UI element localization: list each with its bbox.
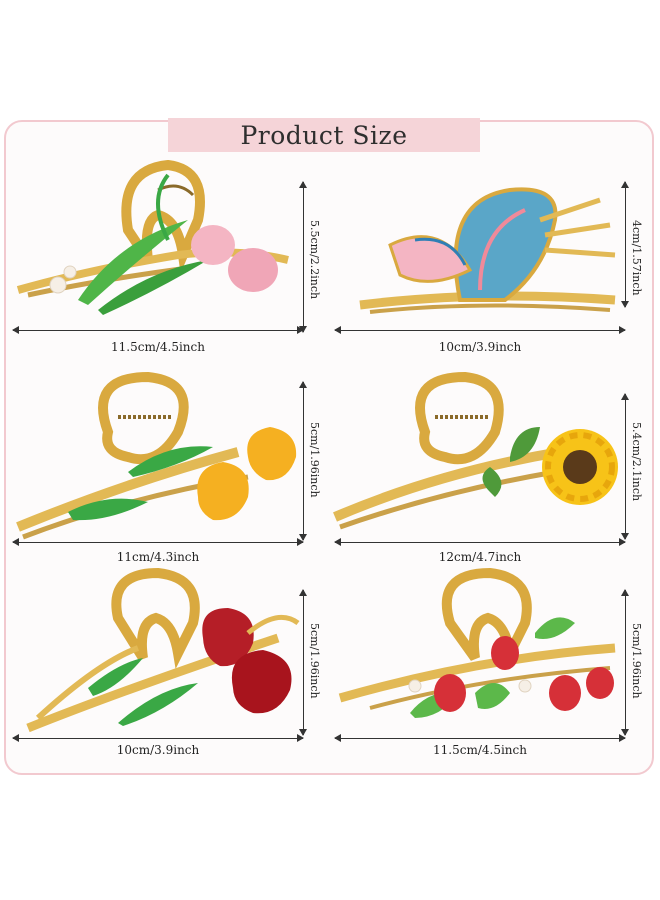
width-label: 10cm/3.9inch (438, 340, 522, 354)
page-title: Product Size (240, 120, 408, 150)
width-dimension-arrow (334, 734, 626, 742)
width-label: 11cm/4.3inch (116, 550, 200, 564)
height-dimension-arrow (621, 393, 629, 540)
width-dimension-arrow (334, 326, 626, 334)
yellow-tulip-hair-claw-icon (16, 371, 297, 540)
product-cell-2: 4cm/1.57inch 10cm/3.9inch (330, 160, 655, 365)
width-label: 11.5cm/4.5inch (433, 743, 527, 757)
height-label: 4cm/1.57inch (630, 220, 643, 296)
height-dimension-arrow (299, 181, 307, 333)
product-cell-1: 5.5cm/2.2inch 11.5cm/4.5inch (8, 159, 333, 365)
height-label: 5cm/1.96inch (308, 422, 321, 498)
height-dimension-arrow (621, 181, 629, 308)
height-dimension-arrow (621, 589, 629, 736)
bottom-blank-area (0, 778, 660, 900)
width-dimension-arrow (12, 538, 304, 546)
height-dimension-arrow (299, 589, 307, 736)
sunflower-head (542, 429, 618, 505)
red-tulip-hair-claw-icon (26, 567, 300, 733)
butterfly-hair-claw-icon (359, 187, 616, 314)
height-label: 5cm/1.96inch (308, 623, 321, 699)
sunflower-hair-claw-icon (333, 371, 618, 530)
title-banner: Product Size (168, 118, 480, 152)
product-cell-3: 5cm/1.96inch 11cm/4.3inch (8, 371, 333, 577)
strawberry-hair-claw-icon (338, 567, 616, 718)
width-dimension-arrow (334, 538, 626, 546)
height-label: 5cm/1.96inch (630, 623, 643, 699)
height-label: 5.4cm/2.1inch (630, 422, 643, 502)
width-label: 12cm/4.7inch (438, 550, 522, 564)
product-cell-5: 5cm/1.96inch 10cm/3.9inch (8, 567, 333, 773)
width-label: 11.5cm/4.5inch (111, 340, 205, 354)
height-dimension-arrow (299, 381, 307, 541)
product-cell-6: 5cm/1.96inch 11.5cm/4.5inch (330, 567, 655, 773)
width-dimension-arrow (12, 734, 304, 742)
width-label: 10cm/3.9inch (116, 743, 200, 757)
top-blank-area (0, 0, 660, 120)
width-dimension-arrow (12, 326, 304, 334)
product-cell-4: 5.4cm/2.1inch 12cm/4.7inch (330, 371, 655, 577)
lily-of-the-valley-hair-claw-icon (16, 159, 289, 315)
height-label: 5.5cm/2.2inch (308, 220, 321, 300)
